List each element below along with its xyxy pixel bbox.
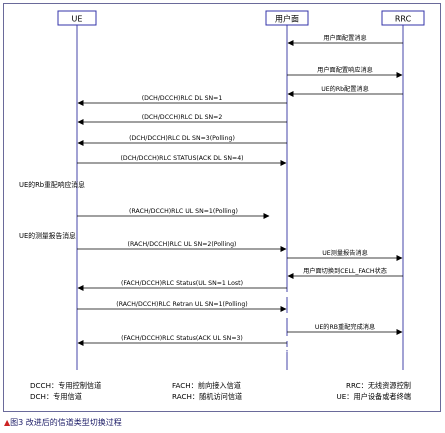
entity-label-ue: UE xyxy=(72,15,83,24)
legend-rach: RACH：随机访问信道 xyxy=(172,392,242,401)
entity-box-ue xyxy=(57,10,97,26)
ue-note-2: UE的测量报告消息 xyxy=(19,231,76,240)
ue-note-1: UE的Rb重配响应消息 xyxy=(19,180,85,189)
legend-fach: FACH：前向接入信道 xyxy=(172,381,241,390)
message-label-9: (RACH/DCCH)RLC UL SN=2(Polling) xyxy=(128,241,237,248)
caption-text: 图3 改进后的信道类型切换过程 xyxy=(10,418,122,427)
message-label-15: (FACH/DCCH)RLC Status(ACK UL SN=3) xyxy=(121,335,243,342)
message-label-13: (RACH/DCCH)RLC Retran UL SN=1(Polling) xyxy=(116,301,247,308)
diagram-frame xyxy=(3,3,441,412)
entity-box-rrc xyxy=(381,10,425,26)
entity-label-user: 用户面 xyxy=(275,14,299,24)
message-label-7: (DCH/DCCH)RLC STATUS(ACK DL SN=4) xyxy=(120,155,243,162)
message-label-4: (DCH/DCCH)RLC DL SN=1 xyxy=(142,95,223,102)
message-label-10: UE测量报告消息 xyxy=(322,249,368,257)
entity-box-user xyxy=(265,10,309,26)
legend-ue: UE：用户设备或者终端 xyxy=(337,392,412,401)
message-label-8: (RACH/DCCH)RLC UL SN=1(Polling) xyxy=(129,208,238,215)
entity-label-rrc: RRC xyxy=(395,15,412,24)
message-label-11: 用户面切换到CELL_FACH状态 xyxy=(303,267,387,275)
legend-dch: DCH：专用信道 xyxy=(30,392,82,401)
legend-rrc: RRC：无线资源控制 xyxy=(346,381,411,390)
message-label-1: 用户面配置消息 xyxy=(323,34,366,42)
message-label-3: UE的Rb配置消息 xyxy=(321,85,369,93)
message-label-5: (DCH/DCCH)RLC DL SN=2 xyxy=(142,114,223,121)
message-label-2: 用户面配置响应消息 xyxy=(317,66,373,74)
caption-marker-icon: ▲ xyxy=(4,418,11,427)
message-label-12: (FACH/DCCH)RLC Status(UL SN=1 Lost) xyxy=(121,280,243,287)
figure-caption: ▲图3 改进后的信道类型切换过程 xyxy=(4,417,122,428)
message-label-14: UE的RB重配完成消息 xyxy=(315,323,375,331)
legend-dcch: DCCH：专用控制信道 xyxy=(30,381,101,390)
message-label-6: (DCH/DCCH)RLC DL SN=3(Polling) xyxy=(129,135,235,142)
